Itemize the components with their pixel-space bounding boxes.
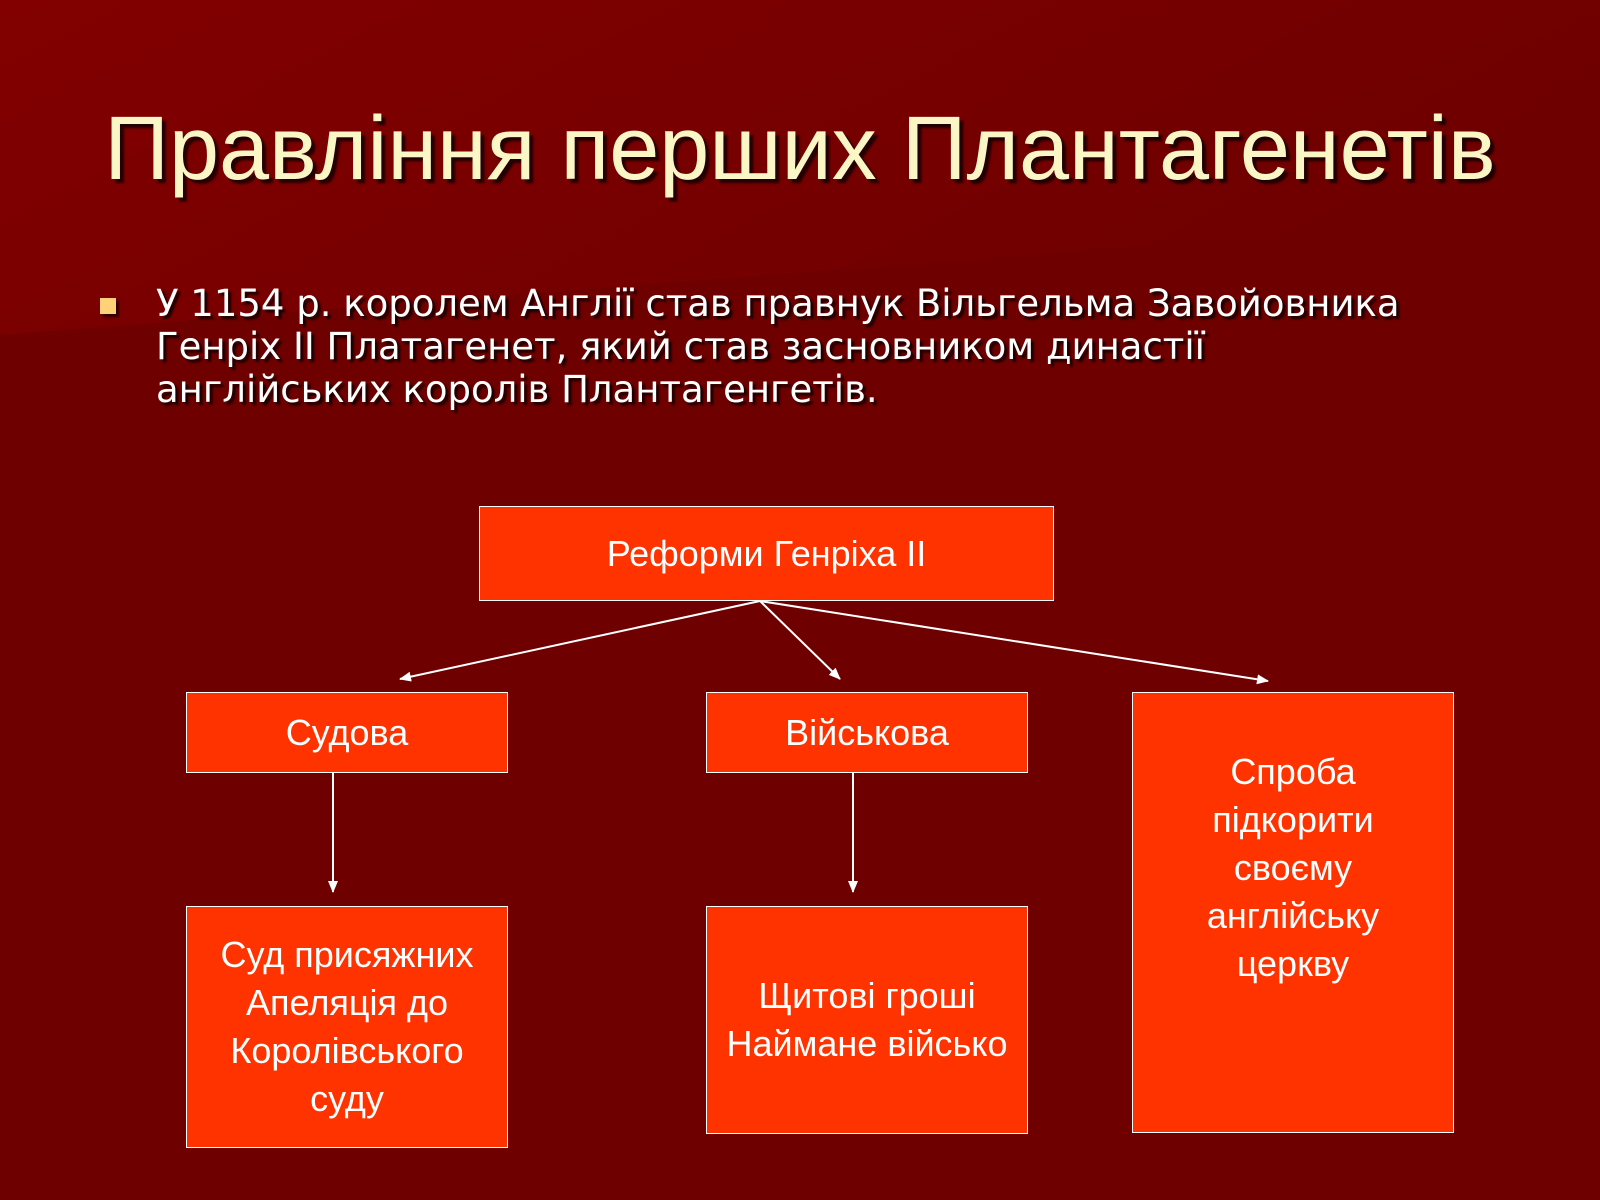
branch-box-judicial: Судова [186,692,508,773]
bullet-text: У 1154 р. королем Англії став правнук Ві… [156,282,1400,411]
detail-box-judicial: Суд присяжних Апеляція до Королівського … [186,906,508,1148]
arrow-root-to-church [759,600,1269,685]
slide-title: Правління перших Плантагенетів [104,99,1496,199]
branch-box-church: Спроба підкорити своєму англійську церкв… [1132,692,1454,1133]
arrow-root-to-judicial [399,600,761,682]
arrow-root-to-military [759,600,841,680]
branch-box-military: Військова [706,692,1028,773]
detail-box-military: Щитові гроші Наймане військо [706,906,1028,1134]
bullet-marker-icon [100,298,116,314]
root-box-reforms: Реформи Генріха ІІ [479,506,1054,601]
